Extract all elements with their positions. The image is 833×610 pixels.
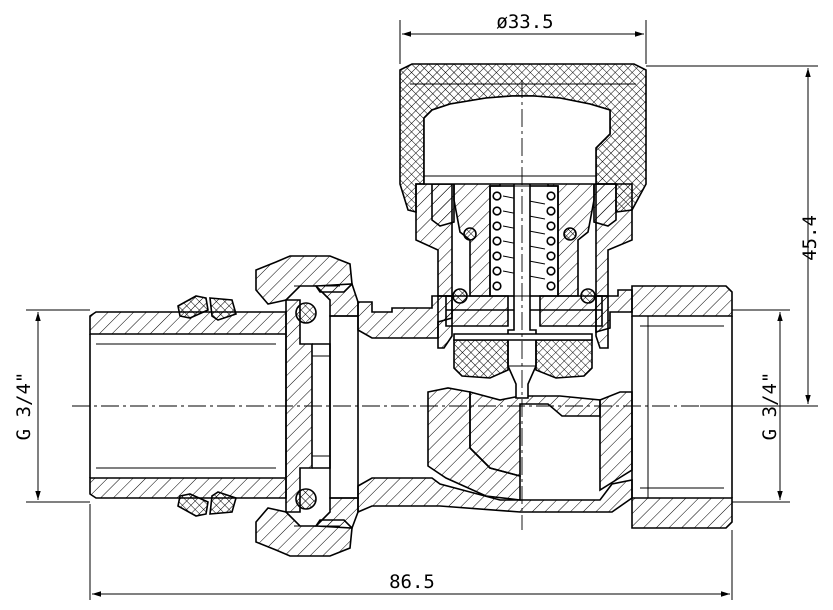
- protective-cap: [399, 63, 647, 214]
- center-lines: [72, 80, 780, 530]
- dimension-labels: ø33.5 45.4 G 3/4" G 3/4" 86.5: [13, 11, 821, 593]
- overall-length-label: 86.5: [389, 571, 435, 593]
- right-connector: [631, 285, 733, 529]
- valve-insert: [415, 147, 633, 327]
- right-thread-label: G 3/4": [759, 372, 781, 441]
- top-diameter-label: ø33.5: [496, 11, 553, 33]
- dimension-lines: [26, 20, 818, 600]
- valve-disc: [453, 333, 593, 379]
- union-nut: [255, 255, 359, 557]
- left-thread-label: G 3/4": [13, 372, 35, 441]
- height-label: 45.4: [799, 215, 821, 261]
- tailpiece-seals: [177, 295, 317, 517]
- left-tailpiece: [89, 299, 359, 513]
